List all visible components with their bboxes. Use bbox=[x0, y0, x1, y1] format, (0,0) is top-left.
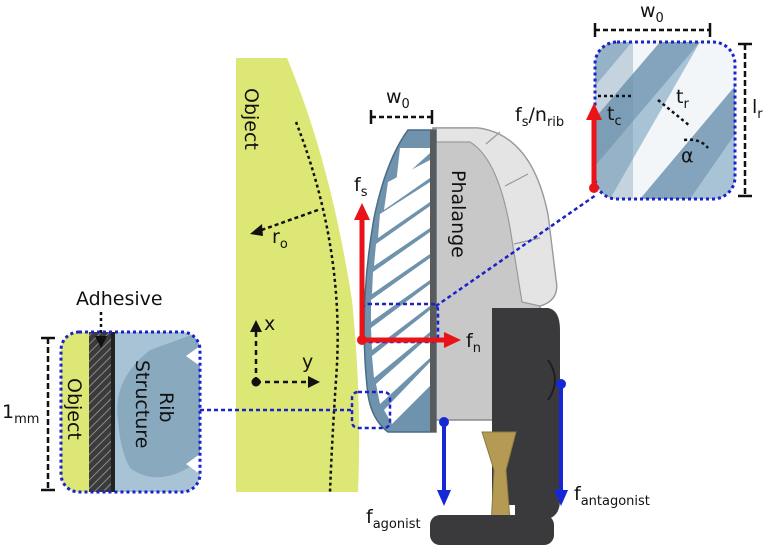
base-block bbox=[430, 515, 554, 545]
inset-rib-band-1 bbox=[595, 42, 700, 166]
axis-x-label: x bbox=[264, 313, 275, 335]
inset-rib-label-line1: Rib bbox=[155, 392, 177, 423]
axis-y-arrowhead bbox=[308, 376, 320, 388]
w0-inset-label: w0 bbox=[640, 0, 664, 26]
inset-notch-bottom bbox=[186, 454, 200, 474]
tr-label: tr bbox=[676, 86, 689, 112]
inset-object-region bbox=[61, 332, 89, 492]
connector-right bbox=[435, 193, 597, 308]
fs-nrib-origin bbox=[589, 183, 599, 193]
fantagonist-label: fantagonist bbox=[574, 483, 650, 509]
fs-arrowhead bbox=[354, 203, 370, 220]
rim-seg-1 bbox=[485, 131, 501, 145]
object-label: Object bbox=[240, 88, 262, 150]
rim-seg-2 bbox=[504, 173, 529, 187]
inset-backing bbox=[111, 332, 115, 492]
tr-dim-line bbox=[657, 99, 691, 127]
fantagonist-arrowhead bbox=[554, 490, 568, 506]
inset-rib-geometry bbox=[595, 42, 735, 199]
ro-arrow bbox=[255, 208, 319, 234]
axis-y-label: y bbox=[302, 351, 313, 373]
actuator-side bbox=[547, 359, 556, 401]
inset-adhesive bbox=[61, 332, 200, 492]
inset-adhesive-border bbox=[59, 330, 202, 494]
adhesive-label: Adhesive bbox=[76, 288, 163, 310]
fn-label: fn bbox=[466, 330, 481, 356]
adhesive-pointer-head bbox=[95, 336, 107, 348]
fagonist-label: fagonist bbox=[366, 506, 421, 532]
lr-label: lr bbox=[752, 96, 763, 122]
axis-origin bbox=[251, 377, 261, 387]
w0-label: w0 bbox=[386, 86, 410, 112]
ro-arrowhead bbox=[250, 224, 263, 236]
rib-slots bbox=[371, 148, 430, 424]
fs-nrib-label: fs/nrib bbox=[515, 104, 564, 130]
rim-seg-3 bbox=[513, 237, 541, 245]
inset-rib-label-line2: Structure bbox=[131, 360, 153, 448]
rib-backing bbox=[430, 130, 436, 432]
scale-bar-label: 1mm bbox=[2, 401, 39, 427]
inset-adhesive-layer bbox=[89, 332, 111, 492]
fs-nrib-arrowhead bbox=[586, 103, 602, 120]
detail-box-left bbox=[350, 390, 392, 430]
inset-slot-2 bbox=[610, 42, 735, 199]
inset-rib-shape bbox=[117, 332, 200, 478]
alpha-arc bbox=[683, 138, 709, 149]
inset-backing-strip bbox=[595, 42, 633, 199]
inset-slot-1 bbox=[595, 42, 660, 118]
object-curvature-dotted bbox=[294, 121, 339, 493]
ro-label: ro bbox=[272, 226, 288, 252]
fs-label: fs bbox=[354, 174, 368, 200]
fn-arrowhead bbox=[444, 332, 461, 348]
force-origin bbox=[357, 335, 367, 345]
fagonist-arrowhead bbox=[437, 490, 451, 506]
object-shape bbox=[236, 58, 360, 492]
inset-notch-top bbox=[186, 346, 200, 366]
actuator-block bbox=[492, 308, 560, 520]
inset-object-label: Object bbox=[63, 378, 85, 440]
axis-x-arrowhead bbox=[250, 320, 262, 332]
phalange-rim bbox=[435, 127, 558, 307]
alpha-label: α bbox=[681, 145, 694, 167]
tc-label: tc bbox=[607, 103, 622, 129]
phalange-label: Phalange bbox=[447, 170, 469, 258]
